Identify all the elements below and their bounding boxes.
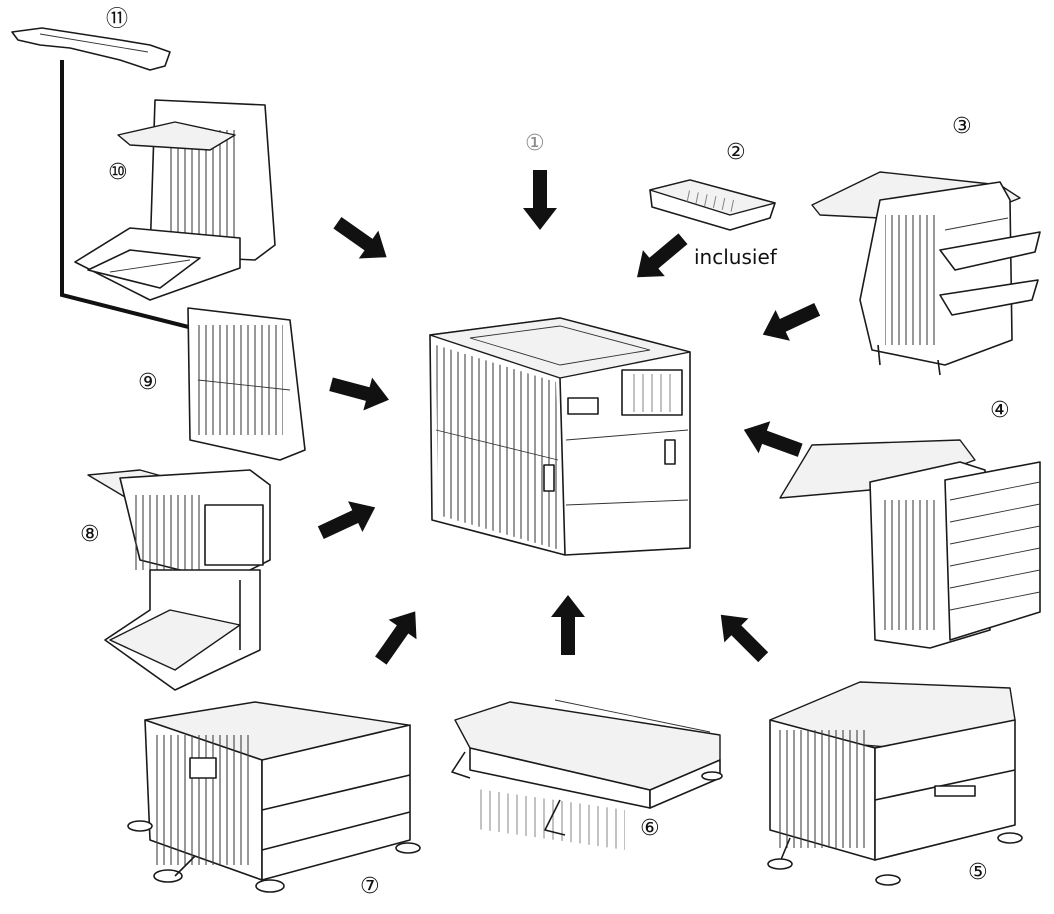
arrows [317, 170, 821, 665]
option-2-tray [649, 179, 776, 231]
arrow-from-9 [329, 377, 389, 411]
option-6-tray-unit [451, 699, 723, 850]
option-10-unit [74, 99, 276, 301]
label-11: ⑪ [106, 7, 129, 32]
label-4: ④ [990, 398, 1010, 423]
arrow-from-8 [317, 501, 376, 540]
label-6: ⑥ [640, 816, 660, 841]
main-printer [429, 317, 691, 556]
arrow-from-5 [720, 614, 769, 663]
label-1: ① [525, 131, 545, 156]
option-5-paper-deck [767, 681, 1023, 886]
arrow-from-10 [333, 217, 387, 259]
label-7: ⑦ [360, 874, 380, 899]
arrow-from-1 [523, 170, 557, 230]
option-8-finisher [87, 469, 271, 691]
label-8: ⑧ [80, 522, 100, 547]
arrow-from-4 [743, 421, 803, 457]
arrow-from-3 [762, 302, 821, 341]
option-3-finisher [811, 171, 1041, 376]
inclusief-label: inclusief [694, 245, 777, 269]
label-5: ⑤ [968, 860, 988, 885]
arrow-from-2 [637, 233, 688, 278]
label-10: ⑩ [108, 160, 128, 185]
label-3: ③ [952, 114, 972, 139]
arrow-from-6 [551, 595, 585, 655]
label-2: ② [726, 140, 746, 165]
option-7-paper-deck [127, 701, 421, 893]
option-9-panel [187, 307, 306, 461]
option-4-mailbox [779, 439, 1041, 649]
arrow-from-7 [375, 611, 417, 665]
label-9: ⑨ [138, 370, 158, 395]
